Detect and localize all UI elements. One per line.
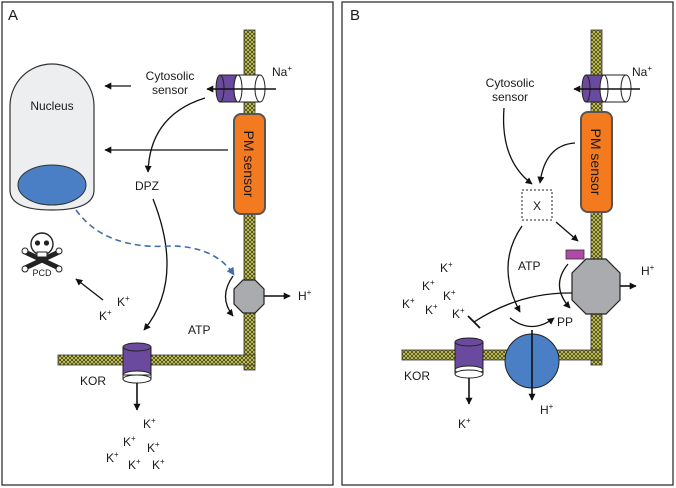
pm-sensor: PM sensor: [233, 113, 266, 215]
h-pump: [233, 279, 265, 314]
panel-b-frame: [341, 1, 674, 486]
cytosolic-to-dpz-arrow: [144, 97, 206, 173]
pp-label: PP: [557, 315, 573, 329]
pm-sensor: PM sensor: [580, 111, 613, 213]
x-label: X: [533, 199, 541, 213]
k-ion-out-5: K+: [128, 457, 141, 472]
k-ion-out-4: K+: [106, 450, 119, 465]
h-label: H+: [298, 288, 312, 303]
pm-sensor-label: PM sensor: [588, 129, 604, 196]
k-ion-cytosol-3: K+: [443, 288, 456, 303]
k-ion-out-1: K+: [143, 416, 156, 431]
cytosolic-to-x-arrow: [502, 107, 533, 185]
cytosolic-sensor-label-2: sensor: [492, 90, 528, 104]
k-ion-cytosol-6: K+: [452, 306, 465, 321]
kor-channel: [122, 342, 152, 384]
h-pump: [571, 258, 621, 315]
nucleus: Nucleus: [9, 63, 95, 211]
panel-a-letter: A: [8, 7, 18, 24]
pump-inhibits-kor-line: [473, 292, 573, 323]
panel-b-letter: B: [350, 7, 360, 24]
k-ion-out-6: K+: [152, 457, 165, 472]
dpz-label: DPZ: [135, 179, 159, 193]
x-to-pp-arrow: [507, 225, 523, 313]
h-label-pp: H+: [540, 402, 554, 417]
cytosolic-sensor-label-1: Cytosolic: [146, 69, 195, 83]
skull-crossbones-icon: [21, 232, 63, 273]
plasma-membrane-horizontal: [57, 354, 256, 366]
pm-sensor-label: PM sensor: [241, 131, 257, 198]
nucleolus: [17, 164, 87, 206]
k-ion-out-2: K+: [123, 434, 136, 449]
cytosolic-sensor-label-1: Cytosolic: [486, 76, 535, 90]
k-ion-cytosol-4: K+: [402, 296, 415, 311]
k-ion-cytosol-1: K+: [117, 294, 130, 309]
pp-hydrolysis-arrow: [509, 317, 555, 328]
k-ion-out-3: K+: [147, 440, 160, 455]
kor-label: KOR: [404, 369, 430, 383]
inhibition-bar: [467, 315, 481, 329]
cytosolic-sensor-label-2: sensor: [152, 83, 188, 97]
h-label-pump: H+: [641, 263, 655, 278]
regulator-protein: [565, 249, 585, 260]
atp-hydrolysis-arrow: [558, 263, 571, 309]
k-ion-out: K+: [458, 416, 471, 431]
plasma-membrane-horizontal: [401, 349, 603, 361]
nucleus-to-pump-dashed-arrow: [75, 209, 235, 276]
kor-channel: [454, 337, 484, 379]
nucleus-label: Nucleus: [30, 99, 73, 113]
panel-a: A Nucleus Na+ PM sensor Cytosolic sens: [1, 1, 334, 486]
atp-hydrolysis-arrow: [224, 275, 234, 317]
atp-label: ATP: [188, 323, 210, 337]
unknown-x-box: [521, 189, 553, 221]
panel-b: B Na+ Cytosolic sensor PM sensor X: [341, 1, 674, 486]
pcd-label: PCD: [32, 268, 52, 278]
dpz-to-kor-arrow: [143, 198, 168, 331]
k-ion-cytosol-5: K+: [425, 302, 438, 317]
x-to-pump-arrow: [555, 221, 579, 242]
atp-label: ATP: [518, 259, 540, 273]
k-ion-cytosol-2: K+: [99, 308, 112, 323]
na-label: Na+: [272, 64, 292, 79]
kor-label: KOR: [80, 374, 106, 388]
k-ion-cytosol-2: K+: [422, 278, 435, 293]
pm-sensor-to-x-arrow: [537, 142, 576, 184]
k-to-pcd-arrow: [75, 278, 104, 301]
na-label: Na+: [632, 64, 652, 79]
k-ion-cytosol-1: K+: [440, 260, 453, 275]
